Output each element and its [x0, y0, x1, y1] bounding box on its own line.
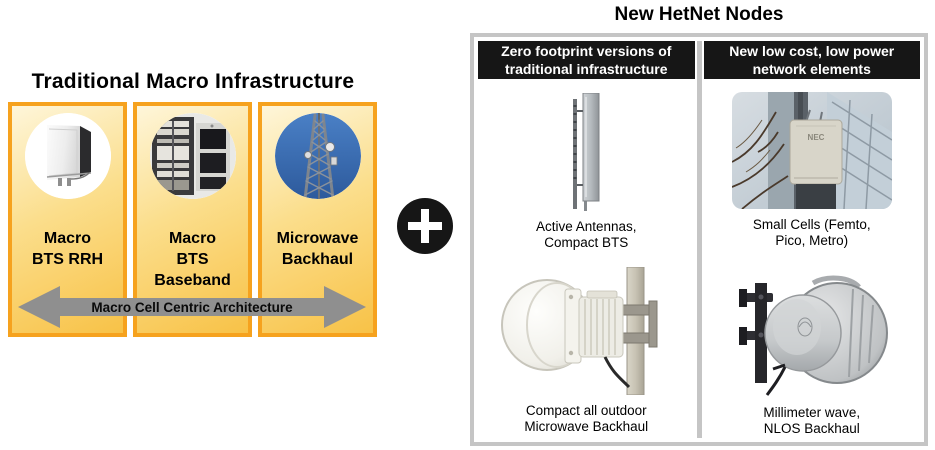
column-content: NEC Small Cells (Femto, Pico,	[703, 83, 920, 438]
column-divider	[696, 41, 702, 438]
item-caption: Compact all outdoor Microwave Backhaul	[524, 403, 649, 434]
active-antenna-illustration	[573, 93, 600, 211]
panel-macro-bts-rrh: Macro BTS RRH	[8, 102, 127, 337]
compact-microwave-photo	[501, 267, 671, 395]
panel-label: Macro BTS Baseband	[154, 230, 231, 289]
microwave-tower-photo	[274, 113, 361, 199]
hetnet-title: New HetNet Nodes	[614, 4, 784, 25]
active-antenna-photo	[564, 93, 608, 211]
small-cell-photo: NEC	[731, 92, 892, 209]
rrh-antenna-photo	[24, 113, 111, 199]
item-caption: Active Antennas, Compact BTS	[535, 219, 637, 250]
panel-label: Microwave Backhaul	[276, 230, 359, 268]
plus-icon	[397, 198, 453, 254]
panel-microwave-backhaul: Microwave Backhaul	[258, 102, 377, 337]
baseband-rack-photo	[149, 113, 236, 199]
panel-macro-bts-baseband: Macro BTS Baseband	[133, 102, 252, 337]
column-content: Active Antennas, Compact BTS	[478, 83, 695, 438]
column-header: New low cost, low power network elements	[703, 41, 920, 79]
double-arrow-icon	[18, 286, 366, 328]
left-section-title: Traditional Macro Infrastructure	[31, 70, 355, 93]
macro-cell-arrow: Macro Cell Centric Architecture	[18, 286, 366, 328]
hetnet-container: Zero footprint versions of traditional i…	[470, 33, 928, 446]
small-cell-illustration: NEC	[731, 92, 892, 209]
traditional-panels: Macro BTS RRH	[8, 102, 377, 337]
mmwave-illustration	[738, 275, 888, 396]
item-caption: Millimeter wave, NLOS Backhaul	[763, 405, 861, 436]
tower-illustration	[274, 113, 361, 199]
item-caption: Small Cells (Femto, Pico, Metro)	[752, 217, 871, 248]
compact-microwave-illustration	[501, 267, 658, 395]
hetnet-column-low-cost: New low cost, low power network elements	[703, 41, 920, 438]
small-cell-box-label: NEC	[807, 133, 824, 142]
baseband-rack-illustration	[149, 113, 236, 199]
rrh-antenna-illustration	[24, 113, 111, 199]
hetnet-column-zero-footprint: Zero footprint versions of traditional i…	[478, 41, 695, 438]
column-header: Zero footprint versions of traditional i…	[478, 41, 695, 79]
panel-label: Macro BTS RRH	[31, 230, 104, 268]
arrow-label: Macro Cell Centric Architecture	[91, 299, 293, 315]
mmwave-photo	[727, 269, 897, 397]
